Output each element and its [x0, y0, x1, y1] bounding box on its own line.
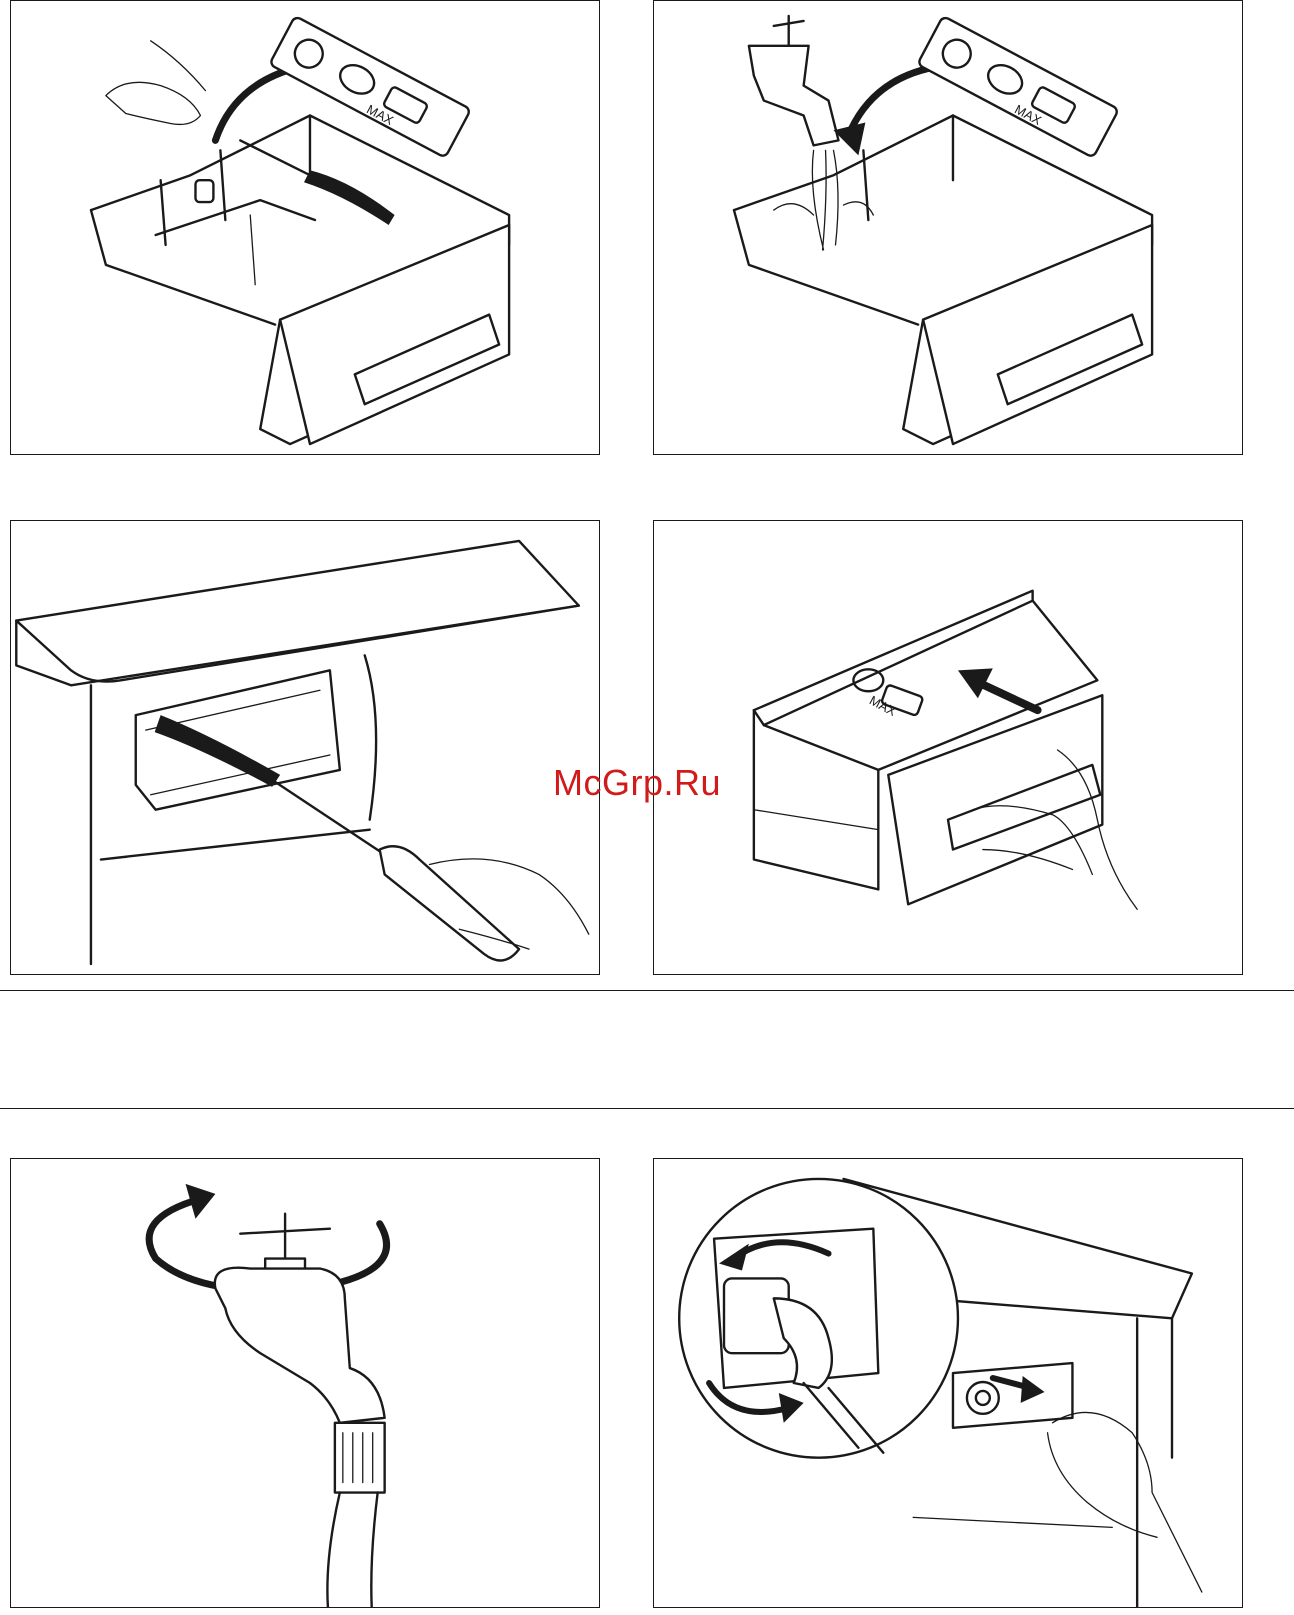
figure-rinse-under-tap: MAX — [653, 0, 1243, 455]
drawer-rinse-illustration: MAX — [654, 1, 1242, 454]
hand-icon — [106, 41, 206, 125]
figure-close-tap — [10, 1158, 600, 1608]
watermark: McGrp.Ru — [553, 762, 721, 804]
figure-remove-cap-brush: MAX — [10, 0, 600, 455]
section-divider-bottom — [0, 1108, 1294, 1109]
recess-brush-illustration — [11, 521, 599, 974]
cap-max-label: MAX — [867, 693, 899, 720]
hand-icon — [1048, 1412, 1202, 1592]
section-divider-top — [0, 990, 1294, 991]
inlet-filter-illustration — [654, 1159, 1242, 1607]
tap-rotate-illustration — [11, 1159, 599, 1607]
inlet-filter — [967, 1382, 999, 1414]
tap-icon — [749, 16, 839, 145]
figure-clean-inlet-filter — [653, 1158, 1243, 1608]
tap-icon — [215, 1214, 385, 1493]
straight-arrow-icon — [978, 682, 1038, 710]
figure-brush-recess — [10, 520, 600, 975]
drawer-brush-illustration: MAX — [11, 1, 599, 454]
drawer-insert-illustration: MAX — [654, 521, 1242, 974]
figure-reinsert-drawer: MAX — [653, 520, 1243, 975]
